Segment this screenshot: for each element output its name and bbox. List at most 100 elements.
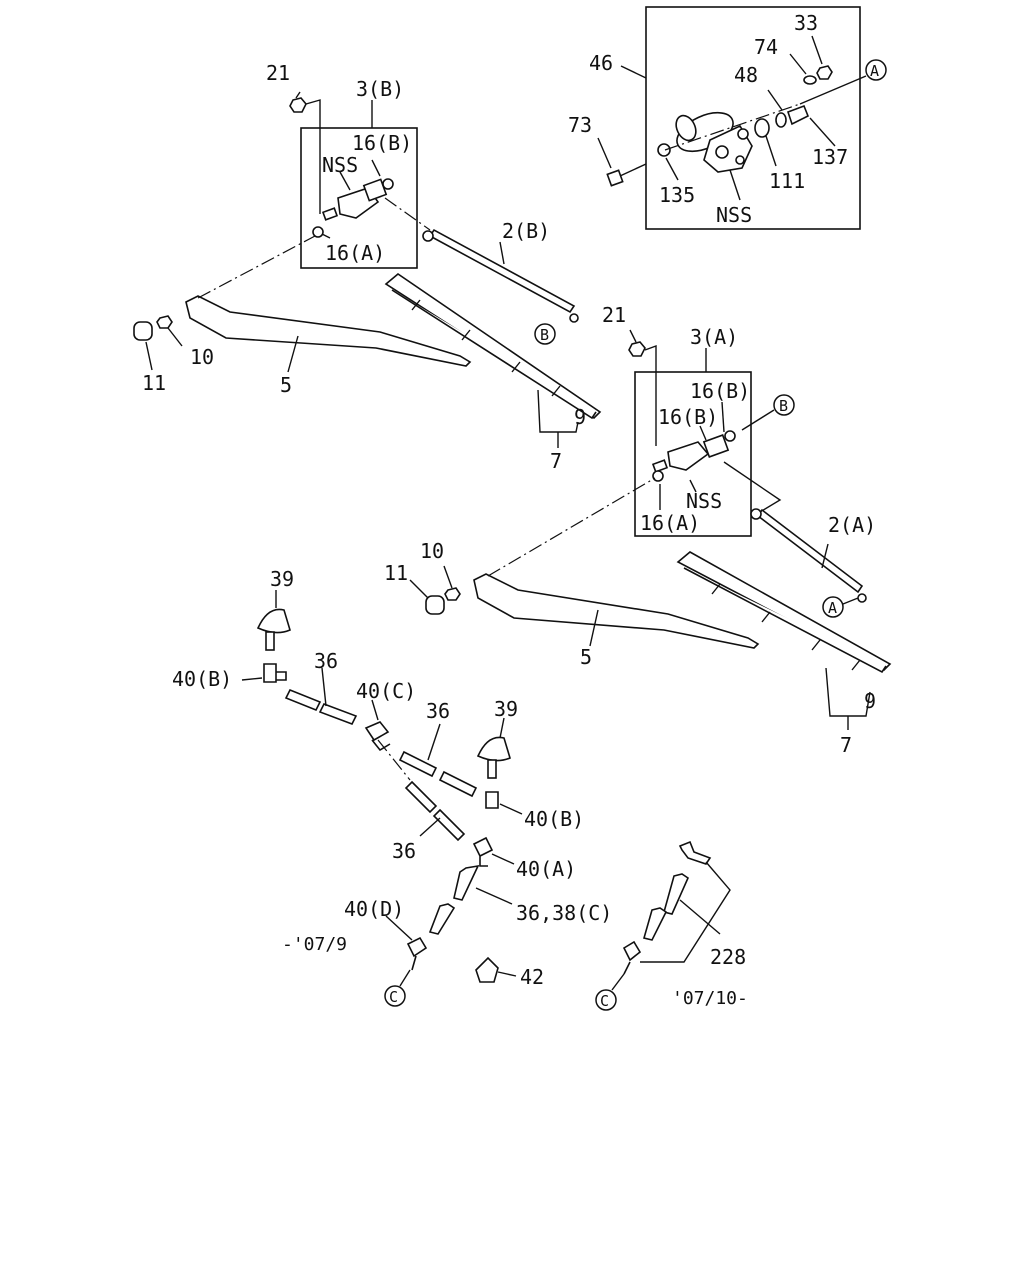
callout-16B-right-1: 16(B) [690,379,750,403]
callout-11-right: 11 [384,561,408,585]
ref-B-right-label: B [779,397,788,415]
motor-inset-box [645,6,861,230]
callout-40B-right: 40(B) [524,807,584,831]
callout-111: 111 [769,169,805,193]
hose-variant-new-group [595,840,731,1011]
date-range-old: -'07/9 [282,934,347,955]
nut-10-left [156,315,173,329]
ref-circle-B-right [773,394,795,416]
callout-36-a: 36 [314,649,338,673]
callout-74: 74 [754,35,778,59]
hose-36-38C [453,864,480,901]
hose-36-b [398,750,438,778]
date-range-new: '07/10- [672,988,748,1009]
callout-48: 48 [734,63,758,87]
wiper-motor [675,111,753,173]
washer-111 [754,118,770,138]
joint-40C [364,721,391,752]
hose-36-c [404,780,438,814]
callout-nss-motor: NSS [716,203,752,227]
joint-40A [472,836,494,867]
callout-42: 42 [520,965,544,989]
hose-36-a [284,688,322,712]
washer-48 [775,112,787,128]
ref-circle-A-right [822,596,844,618]
callout-36-b: 36 [426,699,450,723]
callout-21-left: 21 [266,61,290,85]
callout-2A: 2(A) [828,513,876,537]
ref-C-left-label: C [389,988,398,1006]
callout-nss-left: NSS [322,153,358,177]
ref-circle-C-right [595,989,617,1011]
callout-40B-left: 40(B) [172,667,232,691]
right-wiper-group [409,329,892,730]
nut-21-left [289,97,307,113]
joint-40B-right [485,791,499,809]
crank-137 [786,104,810,126]
callout-40A: 40(A) [516,857,576,881]
washer-135 [657,143,671,157]
ref-A-top-label: A [870,62,879,80]
callout-3A: 3(A) [690,325,738,349]
callout-9-left: 9 [574,405,586,429]
callout-21-right: 21 [602,303,626,327]
pivot-A-right [651,430,736,473]
nut-21-right [628,341,646,357]
link-rod-2B [384,197,579,323]
cap-11-left [133,321,153,341]
callout-7-left: 7 [550,449,562,473]
callout-10-left: 10 [190,345,214,369]
wiper-blade-right [676,551,892,674]
callout-5-right: 5 [580,645,592,669]
link-rod-2A [723,461,867,603]
callout-228: 228 [710,945,746,969]
callout-40D: 40(D) [344,897,404,921]
clip-42 [475,956,499,983]
joint-228-top [678,840,712,865]
left-wiper-group [133,91,602,448]
washer-16A-left [312,226,324,238]
ref-circle-A-top [865,59,887,81]
wiper-blade-left [384,272,602,420]
ref-circle-B-left [534,323,556,345]
washer-16A-right [652,470,664,482]
washer-hose-group [241,590,523,1007]
callout-16A-right: 16(A) [640,511,700,535]
callout-36-38C: 36,38(C) [516,901,612,925]
ref-B-left-label: B [540,326,549,344]
washer-nozzle-39-right [476,736,511,762]
wiper-arm-5-right [473,477,760,649]
joint-40D [406,936,428,971]
callout-16A-left: 16(A) [325,241,385,265]
callout-73: 73 [568,113,592,137]
hose-228-a [663,873,690,915]
callout-39-right: 39 [494,697,518,721]
callout-5-left: 5 [280,373,292,397]
callout-36-c: 36 [392,839,416,863]
callout-40C: 40(C) [356,679,416,703]
callout-11-left: 11 [142,371,166,395]
pivot-inset-box-B [300,127,418,269]
callout-7-right: 7 [840,733,852,757]
nut-33 [816,65,833,80]
washer-74 [803,75,817,85]
callout-16B-left: 16(B) [352,131,412,155]
pivot-inset-box-A [634,371,752,537]
washer-nozzle-39-left [256,608,291,634]
callout-2B: 2(B) [502,219,550,243]
callout-3B: 3(B) [356,77,404,101]
ref-circle-C-left [384,985,406,1007]
callout-137: 137 [812,145,848,169]
ref-A-right-label: A [828,599,837,617]
callout-16B-right-2: 16(B) [658,405,718,429]
callout-33: 33 [794,11,818,35]
bolt-73 [606,163,647,187]
joint-40B-left [263,663,287,683]
callout-46: 46 [589,51,613,75]
wiper-arm-5-left [185,235,472,367]
ref-C-right-label: C [600,992,609,1010]
hose-228-b [643,907,668,941]
callout-nss-right: NSS [686,489,722,513]
callout-9-right: 9 [864,689,876,713]
